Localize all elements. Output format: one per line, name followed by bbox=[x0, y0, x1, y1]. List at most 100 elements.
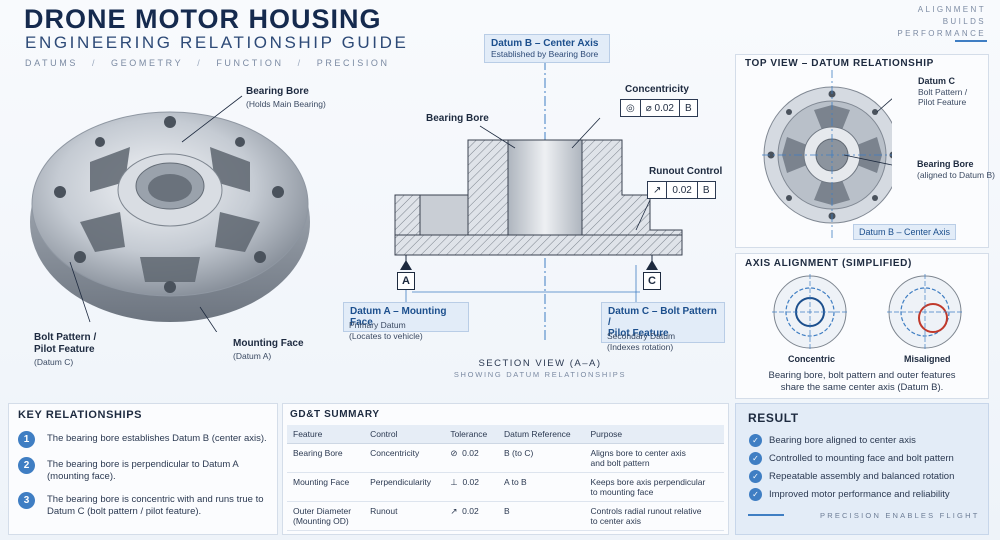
datum-b-callout: Datum B – Center Axis Established by Bea… bbox=[484, 34, 610, 63]
key-text: The bearing bore establishes Datum B (ce… bbox=[47, 431, 267, 445]
key-item: 2 The bearing bore is perpendicular to D… bbox=[18, 457, 273, 483]
gdt-header-row: Feature Control Tolerance Datum Referenc… bbox=[287, 425, 724, 444]
photo-bore-label: Bearing Bore bbox=[246, 86, 309, 97]
leader-line bbox=[199, 306, 218, 332]
runout-frame: ↗ 0.02 B bbox=[647, 181, 716, 199]
gdt-tolerance: ⊥ 0.02 bbox=[444, 472, 499, 502]
datum-a-box: A bbox=[397, 272, 415, 290]
result-text: Repeatable assembly and balanced rotatio… bbox=[769, 471, 955, 482]
perpendicularity-icon: ⊥ bbox=[450, 477, 458, 487]
key-line: The bearing bore establishes Datum B (ce… bbox=[47, 433, 267, 444]
datum-c-sub: Secondary Datum bbox=[607, 331, 676, 341]
table-row: Bearing Bore Concentricity ⊘ 0.02 B (to … bbox=[287, 443, 724, 473]
result-text: Controlled to mounting face and bolt pat… bbox=[769, 453, 954, 464]
motto-line: BUILDS bbox=[942, 17, 986, 26]
concentricity-frame: ◎ ⌀ 0.02 B bbox=[620, 99, 698, 117]
concentricity-icon: ⊘ bbox=[450, 448, 458, 458]
section-view-drawing bbox=[394, 60, 683, 340]
section-view-title: SECTION VIEW (A–A) bbox=[478, 358, 602, 369]
datum-b-title: Datum B – Center Axis bbox=[491, 38, 599, 49]
key-line: Datum C (bolt pattern / pilot feature). bbox=[47, 506, 202, 517]
datum-a-title: Datum A – Mounting Face bbox=[350, 306, 447, 328]
top-datum-c-sub: Bolt Pattern / bbox=[918, 87, 968, 97]
tag-separator: / bbox=[91, 58, 98, 68]
gdt-header-cell: Feature bbox=[287, 425, 365, 444]
axis-note-line: Bearing bore, bolt pattern and outer fea… bbox=[768, 370, 956, 381]
key-text: The bearing bore is concentric with and … bbox=[47, 492, 264, 518]
gdt-datum: A to B bbox=[498, 472, 585, 502]
photo-face-label: Mounting Face bbox=[233, 338, 304, 349]
check-icon: ✓ bbox=[749, 452, 762, 465]
tag-row: DATUMS/ GEOMETRY/ FUNCTION/ PRECISION bbox=[25, 58, 390, 68]
tolerance-value: 0.02 bbox=[462, 477, 479, 487]
datum-a-sub: (Locates to vehicle) bbox=[349, 331, 423, 341]
accent-line bbox=[955, 40, 987, 42]
photo-bore-sub: (Holds Main Bearing) bbox=[246, 99, 326, 109]
leader-line bbox=[571, 117, 601, 149]
tolerance-value: 0.02 bbox=[462, 506, 479, 516]
photo-bolt-label: Pilot Feature bbox=[34, 344, 95, 355]
top-datum-c-sub: Pilot Feature bbox=[918, 97, 967, 107]
datum-a-sub: Primary Datum bbox=[349, 320, 406, 330]
datum-a-callout: Datum A – Mounting Face bbox=[343, 302, 469, 332]
axis-note: Bearing bore, bolt pattern and outer fea… bbox=[745, 370, 979, 394]
concentricity-icon: ◎ bbox=[621, 100, 641, 116]
table-row: Outer Diameter(Mounting OD) Runout ↗ 0.0… bbox=[287, 501, 724, 531]
corner-motto: ALIGNMENT BUILDS PERFORMANCE bbox=[897, 4, 986, 40]
top-view-bolt-holes bbox=[767, 90, 892, 220]
result-list: ✓Bearing bore aligned to center axis ✓Co… bbox=[749, 434, 954, 506]
tag: PRECISION bbox=[316, 58, 390, 68]
motto-line: ALIGNMENT bbox=[917, 5, 986, 14]
gdt-tolerance: ⊘ 0.02 bbox=[444, 443, 499, 473]
frame-datum: B bbox=[685, 102, 692, 114]
key-number: 1 bbox=[18, 431, 35, 448]
photo-bolt-label: Bolt Pattern / bbox=[34, 332, 97, 343]
tag-separator: / bbox=[297, 58, 303, 68]
key-list: 1 The bearing bore establishes Datum B (… bbox=[18, 431, 273, 518]
key-text: The bearing bore is perpendicular to Dat… bbox=[47, 457, 239, 483]
gdt-datum: B bbox=[498, 501, 585, 531]
result-item: ✓ Controlled to mounting face and bolt pa… bbox=[749, 452, 954, 465]
gdt-control: Runout bbox=[364, 501, 445, 531]
section-view-sub: SHOWING DATUM RELATIONSHIPS bbox=[453, 370, 627, 379]
datum-c-sub: (Indexes rotation) bbox=[607, 342, 674, 352]
leader-line bbox=[635, 199, 651, 231]
gdt-control: Perpendicularity bbox=[364, 472, 445, 502]
datum-c-title: Pilot Feature bbox=[608, 328, 669, 339]
datum-c-box: C bbox=[643, 272, 661, 290]
check-icon: ✓ bbox=[749, 488, 762, 501]
photo-face-sub: (Datum A) bbox=[233, 351, 272, 361]
concentric-label: Concentric bbox=[788, 354, 836, 364]
result-item: ✓ Repeatable assembly and balanced rotati… bbox=[749, 470, 954, 483]
page-subtitle: ENGINEERING RELATIONSHIP GUIDE bbox=[25, 33, 409, 52]
result-panel bbox=[735, 403, 989, 535]
section-bore bbox=[507, 139, 583, 236]
misaligned-label: Misaligned bbox=[904, 354, 951, 364]
bore-depth bbox=[148, 174, 192, 202]
check-icon: ✓ bbox=[749, 470, 762, 483]
concentricity-label: Concentricity bbox=[625, 84, 689, 95]
top-datum-c-label: Datum C bbox=[918, 76, 956, 86]
result-title: RESULT bbox=[748, 411, 799, 425]
top-view-title: TOP VIEW – DATUM RELATIONSHIP bbox=[745, 58, 934, 69]
section-pocket bbox=[419, 194, 469, 236]
datum-b-sub: Established by Bearing Bore bbox=[491, 49, 599, 59]
result-text: Improved motor performance and reliabili… bbox=[769, 489, 950, 500]
key-number: 2 bbox=[18, 457, 35, 474]
gdt-feature: Bearing Bore bbox=[287, 443, 365, 473]
leader-line bbox=[479, 125, 516, 149]
result-footer: PRECISION ENABLES FLIGHT bbox=[820, 511, 980, 520]
gdt-datum: B (to C) bbox=[498, 443, 585, 473]
top-datum-b-callout: Datum B – Center Axis bbox=[853, 224, 957, 240]
bolt-holes bbox=[54, 116, 284, 293]
runout-icon: ↗ bbox=[648, 182, 668, 198]
table-row: Mounting Face Perpendicularity ⊥ 0.02 A … bbox=[287, 472, 724, 502]
runout-label: Runout Control bbox=[649, 166, 723, 177]
key-line: (mounting face). bbox=[47, 471, 116, 482]
gdt-control: Concentricity bbox=[364, 443, 445, 473]
tag: DATUMS bbox=[25, 58, 78, 68]
